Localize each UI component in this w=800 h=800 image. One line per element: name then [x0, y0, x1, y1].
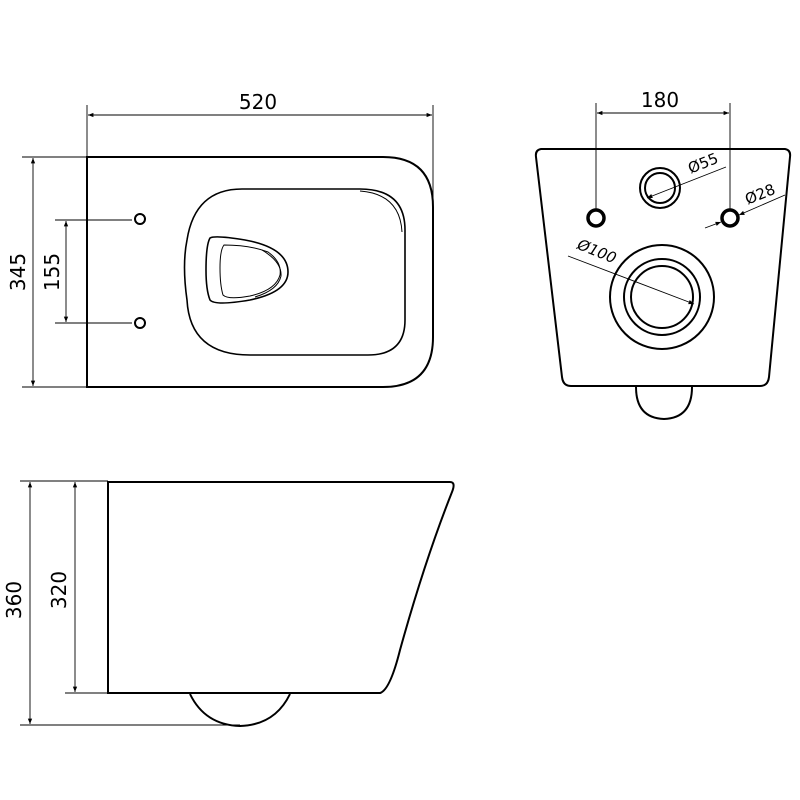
seat-hole-bottom: [134, 317, 146, 329]
drain-inner: [219, 244, 281, 299]
seat-opening: [183, 188, 406, 356]
inlet-diameter-label: Ø55: [685, 149, 720, 177]
total-height-label: 360: [2, 581, 26, 619]
seat-hole-top: [134, 213, 146, 225]
seat-hole-spacing-label: 155: [40, 253, 64, 291]
inlet-diameter-line: [646, 166, 727, 199]
depth-label: 345: [6, 253, 30, 291]
outlet-diameter-line: [567, 255, 695, 305]
bolt-hole-diameter-label: Ø28: [742, 180, 777, 208]
bolt-hole-diameter-line: [738, 194, 786, 216]
drain-outer: [205, 236, 289, 304]
back-outline: [534, 148, 792, 387]
bowl-bottom-tab: [635, 386, 693, 421]
inlet-inner: [644, 172, 676, 204]
outlet-inner: [630, 265, 694, 329]
seat-opening-inner: [359, 190, 403, 233]
body-height-label: 320: [47, 571, 71, 609]
outlet-middle: [623, 258, 701, 336]
bowl-outline: [86, 156, 434, 388]
side-outline: [107, 481, 455, 694]
bowl-bottom-bulge: [189, 693, 291, 728]
side-view: 360 320: [2, 480, 455, 728]
outlet-diameter-label: Ø100: [574, 235, 619, 267]
top-view: 520 345 155: [6, 90, 434, 388]
bolt-hole-left: [586, 208, 606, 228]
width-label: 520: [239, 90, 277, 114]
bolt-spacing-label: 180: [641, 88, 679, 112]
bolt-hole-right: [720, 208, 740, 228]
drain-inner-ring: [254, 249, 282, 298]
back-view: 180 Ø55 Ø28 Ø100: [534, 88, 792, 421]
outlet-outer: [609, 244, 715, 350]
inlet-outer: [639, 167, 681, 209]
